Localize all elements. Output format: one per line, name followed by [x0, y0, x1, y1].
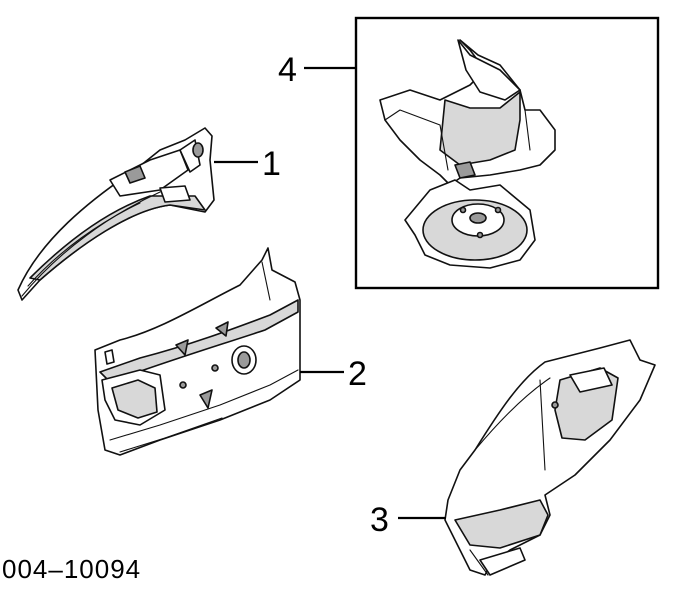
- part-3-quarter-inner-panel: [444, 339, 656, 576]
- part-2-cowl-panel: [94, 247, 301, 456]
- callout-2: 2: [348, 355, 367, 393]
- part-4-frame: [354, 16, 660, 290]
- part-4-shock-tower: [379, 39, 556, 269]
- callout-3: 3: [370, 501, 389, 539]
- callout-1: 1: [262, 145, 281, 183]
- reference-number: 004–10094: [2, 554, 141, 584]
- part-1-apron-rail: [17, 127, 215, 301]
- callout-4: 4: [278, 51, 297, 89]
